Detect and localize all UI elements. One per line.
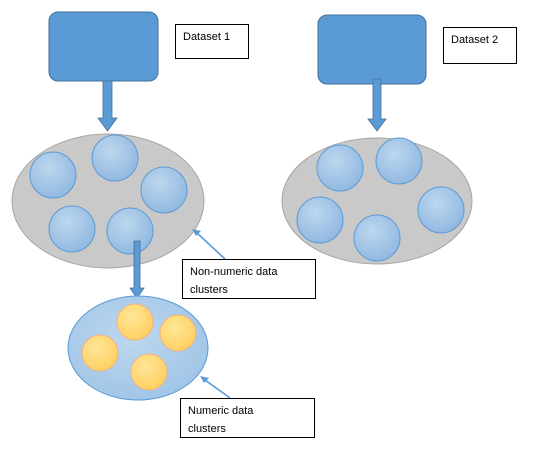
numeric-cluster-circle	[130, 353, 168, 391]
non-numeric-callout-arrow	[196, 232, 226, 260]
dataset-2-cluster-circle	[417, 186, 465, 234]
non-numeric-callout-arrowhead	[192, 229, 201, 236]
numeric-cluster-circle	[116, 303, 154, 341]
numeric-clusters-label: Numeric data clusters	[180, 398, 315, 438]
dataset-2-label: Dataset 2	[443, 27, 517, 64]
non-numeric-cluster-circle	[91, 134, 139, 182]
numeric-cluster-circle	[159, 314, 197, 352]
cluster-to-numeric-arrow	[129, 240, 145, 299]
dataset-1-box	[48, 11, 159, 82]
numeric-callout-arrow	[204, 379, 231, 399]
non-numeric-cluster-circle	[106, 207, 154, 255]
non-numeric-cluster-circle	[140, 166, 188, 214]
dataset-1-down-arrow	[97, 80, 118, 132]
non-numeric-cluster-circle	[48, 205, 96, 253]
dataset-2-box	[317, 14, 427, 85]
non-numeric-cluster-circle	[29, 151, 77, 199]
dataset-2-cluster-circle	[375, 137, 423, 185]
dataset-2-cluster-circle	[353, 214, 401, 262]
numeric-cluster-circle	[81, 334, 119, 372]
dataset-2-cluster-circle	[296, 196, 344, 244]
dataset-2-cluster-circle	[316, 144, 364, 192]
dataset-2-down-arrow	[367, 78, 387, 132]
non-numeric-clusters-label: Non-numeric data clusters	[182, 259, 316, 299]
dataset-1-label: Dataset 1	[175, 24, 249, 59]
numeric-callout-arrowhead	[200, 376, 209, 383]
